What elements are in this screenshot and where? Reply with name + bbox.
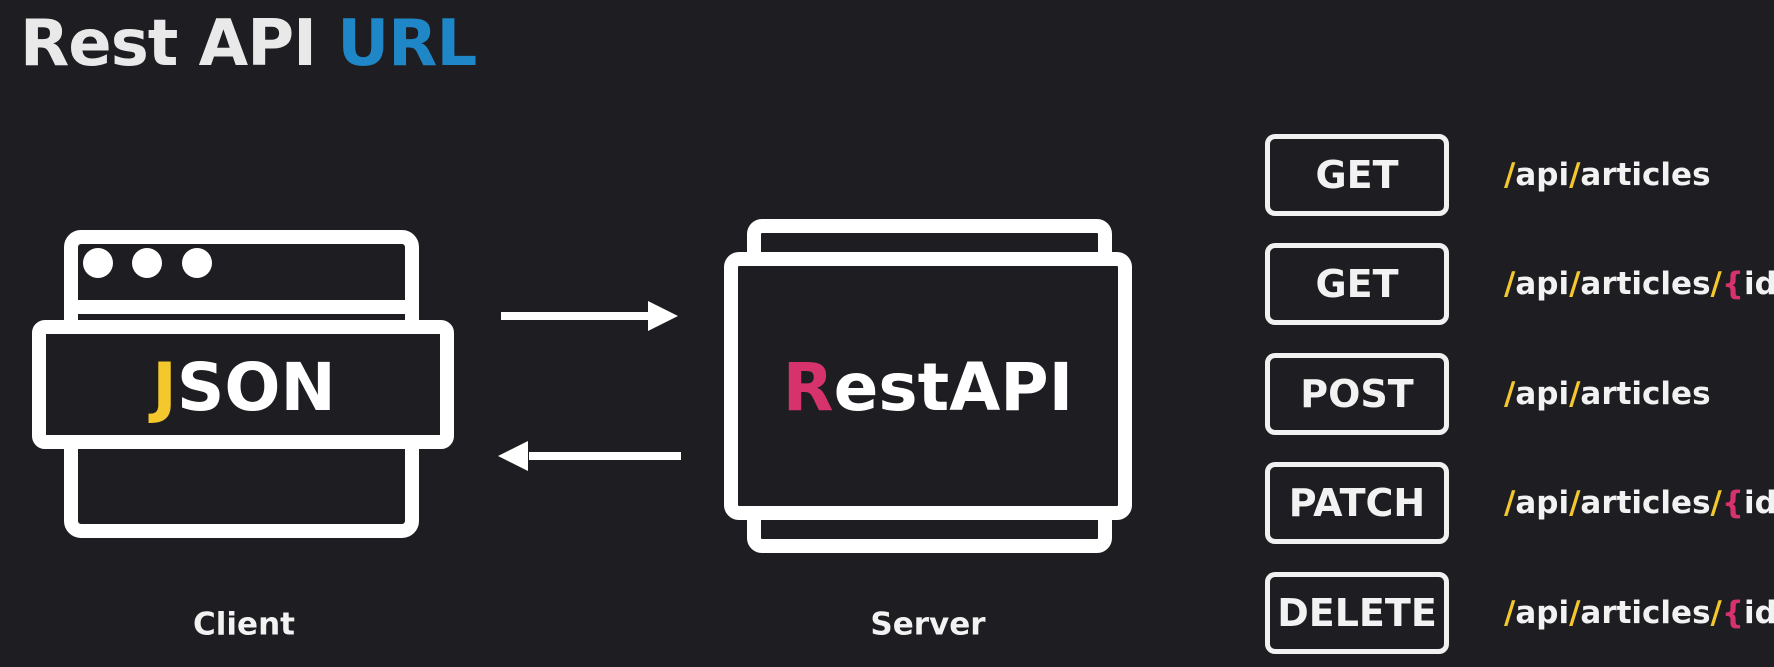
path-slash: / xyxy=(1569,595,1581,631)
server-front-panel xyxy=(724,252,1132,520)
server-caption: Server xyxy=(870,606,986,643)
path-segment: articles xyxy=(1580,485,1711,521)
method-box-delete: DELETE xyxy=(1265,572,1449,654)
path-brace-open: { xyxy=(1721,266,1744,302)
path-param: id xyxy=(1743,266,1774,302)
title-part2: URL xyxy=(337,7,477,81)
page-title: Rest API URL xyxy=(20,2,477,86)
server-stack-icon xyxy=(724,219,1132,553)
method-box-get: GET xyxy=(1265,134,1449,216)
restapi-label: RestAPI xyxy=(783,355,1073,421)
endpoint-post: /api/articles xyxy=(1504,369,1711,419)
arrow-left-icon xyxy=(498,441,681,471)
method-box-patch: PATCH xyxy=(1265,462,1449,544)
restapi-label-accent: R xyxy=(782,349,834,426)
path-segment: articles xyxy=(1580,595,1711,631)
path-segment: api xyxy=(1515,376,1570,412)
path-segment: articles xyxy=(1580,157,1711,193)
endpoint-get-list: /api/articles xyxy=(1504,150,1711,200)
path-slash: / xyxy=(1504,595,1516,631)
path-brace-open: { xyxy=(1721,595,1744,631)
path-segment: api xyxy=(1515,266,1570,302)
json-label: JSON xyxy=(152,355,335,421)
json-label-rest: SON xyxy=(176,349,336,426)
window-dot-2 xyxy=(132,248,162,278)
path-segment: api xyxy=(1515,485,1570,521)
restapi-label-rest: estAPI xyxy=(833,349,1074,426)
path-slash: / xyxy=(1710,485,1722,521)
endpoint-get-one: /api/articles/{id} xyxy=(1504,259,1774,309)
json-label-accent: J xyxy=(152,349,177,426)
path-segment: articles xyxy=(1580,376,1711,412)
path-slash: / xyxy=(1504,485,1516,521)
path-param: id xyxy=(1743,595,1774,631)
arrow-right-icon xyxy=(501,301,678,331)
endpoint-delete: /api/articles/{id} xyxy=(1504,588,1774,638)
path-slash: / xyxy=(1504,376,1516,412)
path-segment: api xyxy=(1515,157,1570,193)
client-caption: Client xyxy=(193,606,295,643)
path-slash: / xyxy=(1710,595,1722,631)
window-dot-3 xyxy=(182,248,212,278)
path-segment: articles xyxy=(1580,266,1711,302)
path-slash: / xyxy=(1569,376,1581,412)
path-slash: / xyxy=(1504,266,1516,302)
path-slash: / xyxy=(1710,266,1722,302)
window-dot-1 xyxy=(83,248,113,278)
browser-window-icon xyxy=(32,230,454,538)
method-box-post: POST xyxy=(1265,353,1449,435)
path-slash: / xyxy=(1504,157,1516,193)
path-brace-open: { xyxy=(1721,485,1744,521)
path-slash: / xyxy=(1569,485,1581,521)
path-slash: / xyxy=(1569,157,1581,193)
path-slash: / xyxy=(1569,266,1581,302)
json-band xyxy=(32,320,454,449)
endpoint-patch: /api/articles/{id} xyxy=(1504,478,1774,528)
path-segment: api xyxy=(1515,595,1570,631)
title-part1: Rest API xyxy=(20,7,317,81)
path-param: id xyxy=(1743,485,1774,521)
method-box-get-by-id: GET xyxy=(1265,243,1449,325)
